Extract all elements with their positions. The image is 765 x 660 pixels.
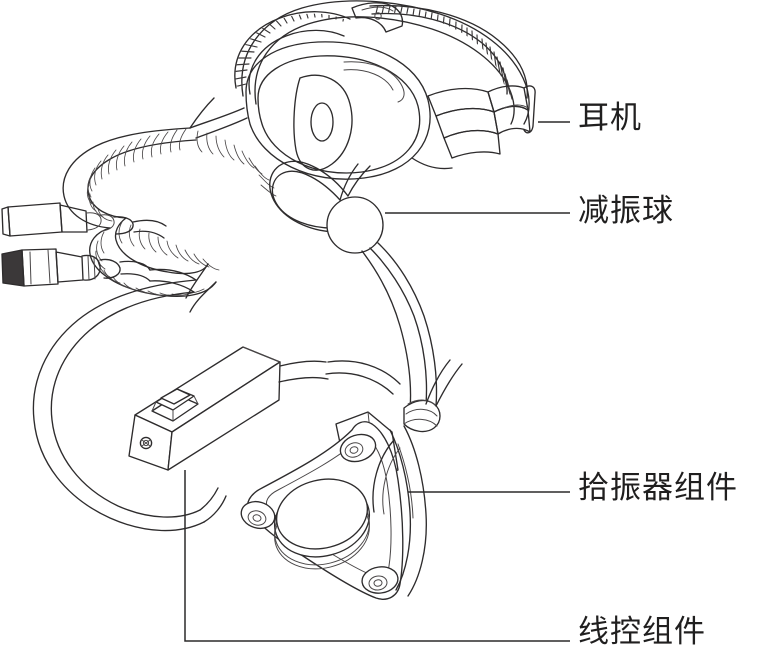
connector-plugs-illustration (1, 202, 197, 293)
leader-lines (184, 121, 570, 642)
leader-inline-control (184, 470, 570, 642)
label-pickup-assembly: 拾振器组件 (578, 470, 738, 506)
pickup-assembly-illustration (240, 359, 463, 600)
damping-ball-illustration (269, 160, 438, 411)
coiled-cable-illustration (62, 97, 277, 313)
label-damping-ball: 减振球 (578, 193, 674, 229)
lower-cable-loop-illustration (32, 279, 227, 532)
label-headphone: 耳机 (578, 100, 642, 136)
headphone-illustration (234, 0, 536, 180)
inline-control-box-illustration (128, 346, 329, 471)
label-inline-control: 线控组件 (578, 614, 706, 650)
